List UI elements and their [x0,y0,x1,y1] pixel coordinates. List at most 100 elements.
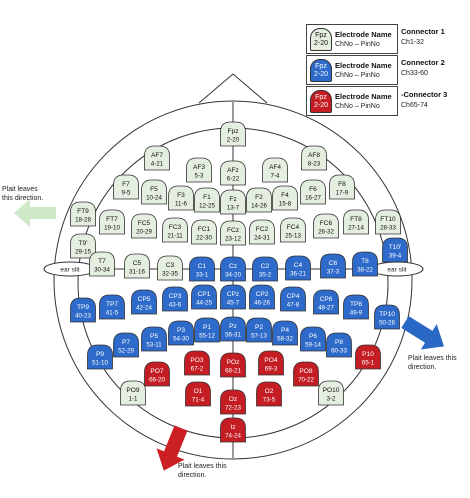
electrode-shape [220,160,246,186]
electrode-name: FC1 [198,226,211,233]
electrode-code: 71-4 [192,397,205,404]
electrode-code: 5-3 [195,173,205,180]
electrode-shape [262,157,288,183]
electrode-p3: P3 54-30 [168,320,194,346]
electrode-name: CPz [227,291,239,298]
electrode-shape [220,316,246,342]
electrode-shape [258,350,284,376]
electrode-name: F5 [150,186,158,193]
electrode-shape [272,320,298,346]
electrode-shape [220,189,246,215]
electrode-f7: F79-5 [113,174,139,200]
electrode-name: Pz [229,323,237,330]
electrode-shape [220,352,246,378]
electrode-cpz: CPz 45-7 [220,284,246,310]
electrode-name: F4 [281,192,289,199]
electrode-shape [168,185,194,211]
electrode-code: 16-27 [305,195,321,202]
electrode-name: F6 [309,186,317,193]
electrode-code: 48-27 [318,305,334,312]
electrode-p4: P4 58-32 [272,320,298,346]
electrode-shape [194,317,220,343]
electrode-code: 33-1 [196,272,209,279]
legend-swatch-connector-2: Fpz 2-20 [310,59,332,82]
electrode-shape [220,220,246,246]
electrode-name: TP7 [106,301,118,308]
bottom-direction-note: Plait leaves this direction. [178,463,227,479]
electrode-name: C1 [198,263,207,270]
electrode-t10-prime: T10'39-4 [382,237,408,263]
legend-title: Electrode Name [335,61,392,70]
electrode-tp8: TP8 49-9 [343,294,369,320]
electrode-code: 32-35 [162,271,178,278]
electrode-name: PO3 [190,357,204,364]
electrode-code: 49-9 [350,310,363,317]
electrode-c1: C1 33-1 [189,256,215,282]
electrode-name: AFz [227,167,239,174]
electrode-name: T9' [79,240,88,247]
electrode-shape [184,350,210,376]
electrode-code: 7-4 [271,173,281,180]
electrode-name: Fz [229,196,236,203]
electrode-name: PO8 [299,368,313,375]
electrode-code: 25-13 [285,233,301,240]
electrode-name: TP10 [379,311,395,318]
electrode-code: 42-24 [136,305,152,312]
electrode-name: P3 [177,327,185,334]
electrode-name: O2 [265,388,274,395]
electrode-name: P7 [122,339,130,346]
electrode-code: 36-21 [290,271,306,278]
electrode-name: F2 [255,194,263,201]
arrow-bottom [156,425,188,471]
electrode-code: 54-30 [173,336,189,343]
electrode-code: 56-31 [225,332,241,339]
electrode-shape [191,284,217,310]
electrode-code: 2-20 [227,137,240,144]
electrode-name: POz [227,359,240,366]
electrode-shape [131,213,157,239]
electrode-shape [87,344,113,370]
electrode-name: CP3 [169,293,182,300]
legend-swatch-connector-1: Fpz 2-20 [310,28,332,51]
electrode-shape [320,253,346,279]
electrode-name: P8 [335,339,343,346]
electrode-name: P4 [281,327,289,334]
electrode-code: 34-20 [225,272,241,279]
electrode-name: TP8 [350,301,362,308]
electrode-code: 47-8 [287,302,300,309]
electrode-shape [301,145,327,171]
legend-row-connector-2: Fpz 2-20 Electrode Name ChNo – PinNo [306,55,398,85]
electrode-code: 45-7 [227,300,240,307]
electrode-shape [185,381,211,407]
electrode-name: CP1 [198,291,211,298]
electrode-code: 66-20 [149,377,165,384]
electrode-shape [220,284,246,310]
electrode-name: O1 [194,388,203,395]
electrode-shape [300,326,326,352]
electrode-code: 58-32 [277,336,293,343]
electrode-name: FC2 [256,226,269,233]
